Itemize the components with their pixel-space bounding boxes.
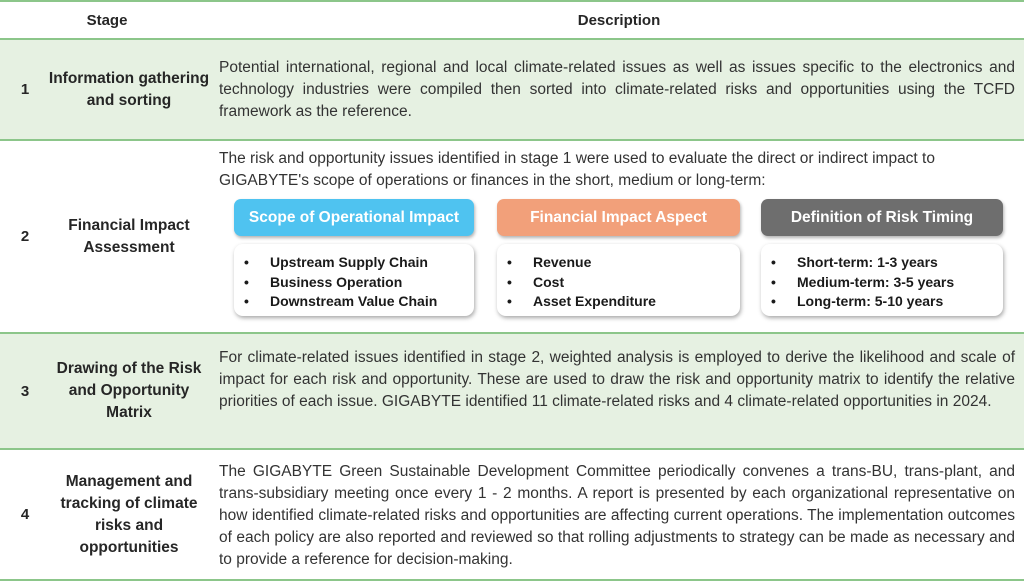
- table-header: Stage Description: [0, 0, 1024, 40]
- stage-description: For climate-related issues identified in…: [219, 349, 1015, 410]
- list-item: •Asset Expenditure: [507, 293, 656, 309]
- stage-name: Drawing of the Risk and Opportunity Matr…: [56, 360, 202, 421]
- list-item: •Medium-term: 3-5 years: [771, 273, 955, 290]
- stage-number: 1: [20, 81, 30, 98]
- stage-name: Financial Impact Assessment: [68, 216, 190, 256]
- list-item: •Short-term: 1-3 years: [771, 254, 938, 270]
- list-item: •Revenue: [507, 254, 592, 270]
- stage-description: The risk and opportunity issues identifi…: [219, 150, 935, 189]
- card-title-scope: Scope of Operational Impact: [234, 199, 474, 236]
- stage-number: 3: [20, 382, 30, 400]
- list-item: •Upstream Supply Chain: [244, 254, 428, 270]
- stage-name: Management and tracking of climate risks…: [60, 472, 198, 556]
- table-row-stage-4: 4 Management and tracking of climate ris…: [0, 448, 1024, 581]
- list-item: •Long-term: 5-10 years: [771, 293, 944, 309]
- card-list-scope: •Upstream Supply Chain •Business Operati…: [234, 244, 474, 316]
- stage-number: 4: [20, 506, 30, 523]
- table-row-stage-1: 1 Information gathering and sorting Pote…: [0, 40, 1024, 139]
- list-item: •Downstream Value Chain: [244, 293, 438, 309]
- card-list-timing: •Short-term: 1-3 years •Medium-term: 3-5…: [761, 244, 1003, 316]
- header-description: Description: [577, 11, 661, 29]
- list-item: •Business Operation: [244, 273, 403, 290]
- stage-description: Potential international, regional and lo…: [219, 59, 1015, 120]
- stage-number: 2: [20, 228, 30, 245]
- table-row-stage-3: 3 Drawing of the Risk and Opportunity Ma…: [0, 332, 1024, 448]
- stage-name: Information gathering and sorting: [48, 69, 210, 109]
- card-title-timing: Definition of Risk Timing: [761, 199, 1003, 236]
- card-list-financial: •Revenue •Cost •Asset Expenditure: [497, 244, 740, 316]
- list-item: •Cost: [507, 273, 565, 290]
- card-title-financial: Financial Impact Aspect: [497, 199, 740, 236]
- header-stage: Stage: [86, 11, 128, 29]
- stage-description: The GIGABYTE Green Sustainable Developme…: [219, 463, 1015, 568]
